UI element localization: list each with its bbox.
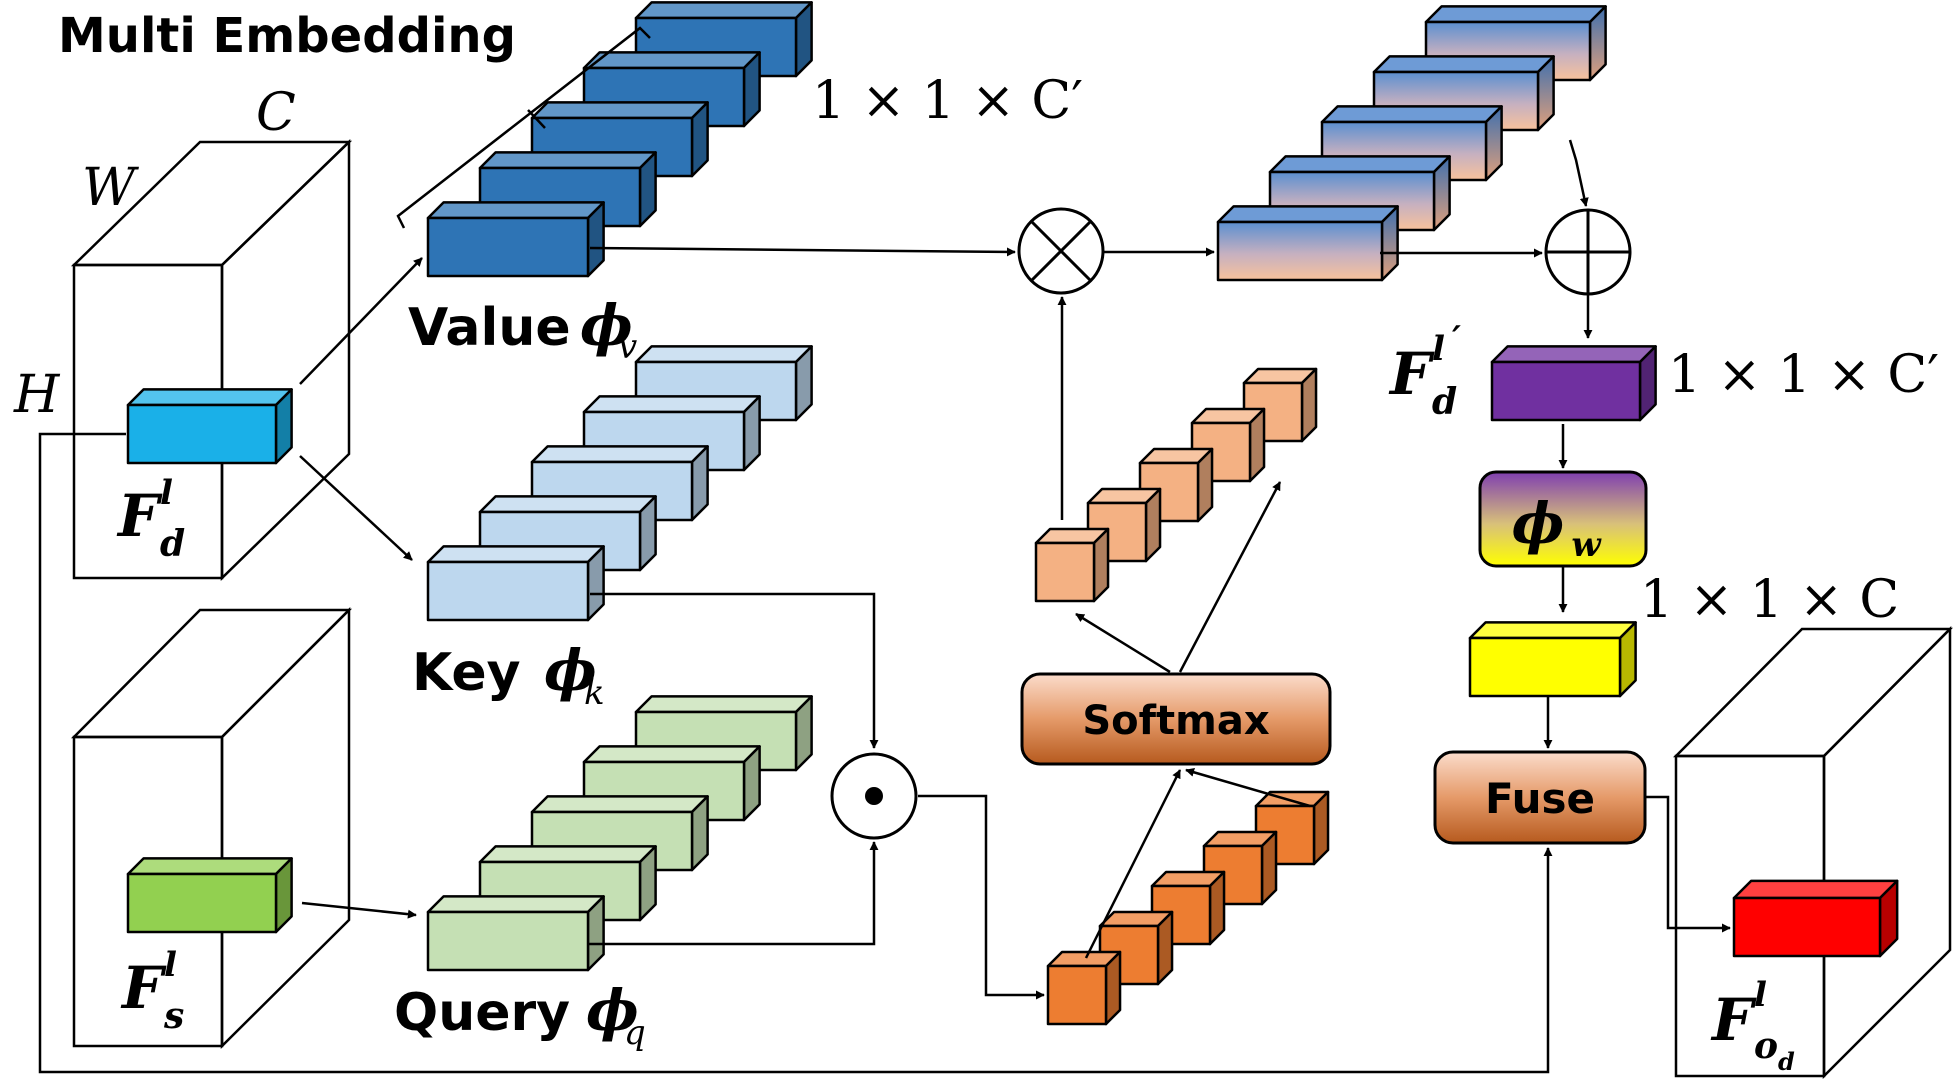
connections	[38, 139, 1731, 1074]
multiply-operator	[1017, 207, 1105, 295]
softmax-label: Softmax	[1082, 698, 1269, 744]
softmax-box: Softmax	[1020, 672, 1332, 766]
fod-base: F	[1710, 986, 1757, 1054]
fs-base: F	[120, 954, 167, 1022]
attention-weights-row	[1034, 367, 1318, 603]
phiw-out-block-box	[1468, 621, 1637, 698]
fd-subscript: d	[160, 523, 185, 565]
fd-prime-label: F l ′ d	[1388, 319, 1461, 423]
value-subscript: v	[618, 327, 637, 367]
phiw-phi: ϕ	[1512, 491, 1565, 557]
phiw-output-block	[1468, 621, 1637, 698]
query-slice-0	[426, 895, 605, 972]
fs-feature-block	[126, 857, 293, 934]
fod-label: F l o d	[1710, 975, 1795, 1076]
key-word: Key	[412, 643, 521, 703]
value-embedding-stack	[426, 1, 813, 278]
dim-w-label: W	[82, 158, 139, 218]
key-subscript: k	[584, 673, 605, 713]
fdp-block-box	[1490, 345, 1657, 422]
query-label: Query ϕ q	[394, 978, 646, 1053]
fod-subscript: o	[1754, 1025, 1778, 1067]
value-slice-0	[426, 201, 605, 278]
phiw-out-dim-label: 1 × 1 × C	[1640, 570, 1899, 630]
fuse-label: Fuse	[1485, 774, 1595, 823]
fdp-base: F	[1388, 340, 1435, 408]
out-block-box	[1732, 879, 1899, 958]
multi-embedding-title: Multi Embedding	[58, 8, 516, 64]
fd-base: F	[116, 482, 163, 550]
fd-superscript: l	[160, 473, 173, 513]
fdp-superscript: l	[1432, 329, 1445, 369]
weighted-value-stack	[1216, 5, 1607, 282]
fs-superscript: l	[164, 945, 177, 985]
add-operator	[1544, 208, 1632, 296]
dim-h-label: H	[13, 365, 61, 425]
fd-label: F l d	[116, 473, 185, 565]
fs-block-box	[126, 857, 293, 934]
fd-prime-block	[1490, 345, 1657, 422]
query-phi: ϕ	[586, 978, 639, 1044]
value-label: Value ϕ v	[408, 293, 637, 367]
fd-prime-dim-label: 1 × 1 × C′	[1668, 345, 1939, 405]
attention-scores-row	[1046, 790, 1330, 1026]
value-phi: ϕ	[580, 293, 633, 359]
fod-superscript: l	[1754, 975, 1767, 1015]
attn-weight-cube-2	[1138, 447, 1214, 523]
feature-volume-fs	[70, 606, 353, 1050]
attn-score-cube-0	[1046, 950, 1122, 1026]
attn-weight-cube-0	[1034, 527, 1110, 603]
query-embedding-stack	[426, 695, 813, 972]
phiw-box: ϕ w	[1478, 470, 1648, 568]
key-phi: ϕ	[544, 638, 597, 704]
value-dim-label: 1 × 1 × C′	[812, 71, 1083, 131]
fdp-prime: ′	[1452, 319, 1461, 359]
weighted-slice-0	[1216, 205, 1399, 282]
query-word: Query	[394, 983, 570, 1043]
value-word: Value	[408, 298, 571, 358]
query-subscript: q	[624, 1013, 646, 1053]
fuse-box: Fuse	[1433, 750, 1647, 845]
fd-block-box	[126, 388, 293, 465]
dim-c-label: C	[256, 83, 296, 143]
multi-embedding-brace	[396, 26, 651, 229]
fod-subsubscript: d	[1778, 1047, 1795, 1076]
fs-subscript: s	[163, 995, 184, 1037]
key-embedding-stack	[426, 345, 813, 622]
key-slice-0	[426, 545, 605, 622]
fdp-subscript: d	[1432, 381, 1457, 423]
phiw-subscript: w	[1571, 525, 1602, 565]
fd-feature-block	[126, 388, 293, 465]
dot-operator	[830, 752, 918, 840]
fs-label: F l s	[120, 945, 184, 1037]
key-label: Key ϕ k	[412, 638, 605, 713]
attn-weight-cube-4	[1242, 367, 1318, 443]
output-feature-block	[1732, 879, 1899, 958]
